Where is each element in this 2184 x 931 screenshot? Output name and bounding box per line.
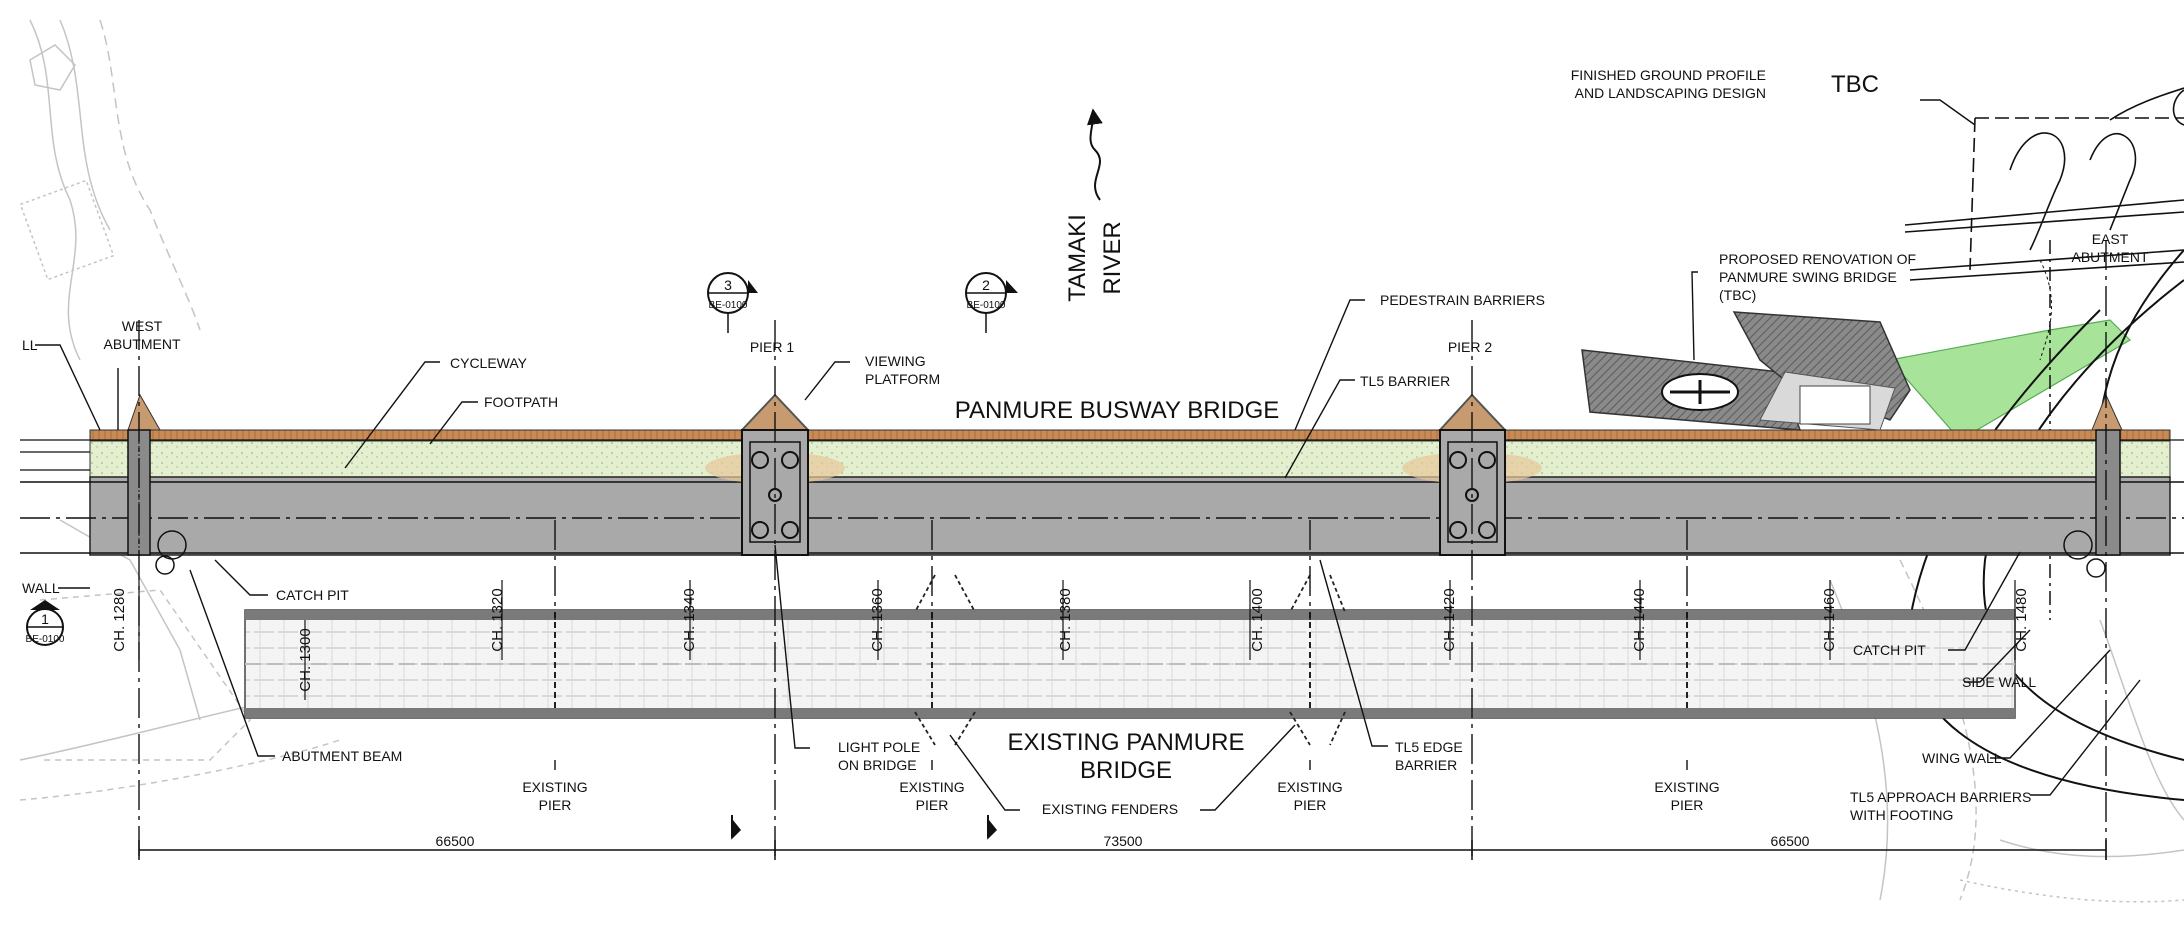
existing-pier-4-line2: PIER <box>1671 797 1704 813</box>
pedestrian-barriers-label: PEDESTRAIN BARRIERS <box>1380 292 1545 308</box>
leader-lines <box>35 99 2141 811</box>
section-marker-2: 2 BE-0100 <box>965 272 1018 333</box>
busway-bridge-deck <box>20 429 2184 556</box>
chainage-1380: CH. 1380 <box>1057 588 1074 651</box>
existing-pier-4-line1: EXISTING <box>1654 779 1719 795</box>
finished-ground-tbc: TBC <box>1831 71 1879 98</box>
existing-fenders-label: EXISTING FENDERS <box>1042 801 1178 817</box>
existing-bridge-line1: EXISTING PANMURE <box>1008 729 1245 756</box>
west-abutment-line2: ABUTMENT <box>104 336 181 352</box>
tl5-edge-barrier-line2: BARRIER <box>1395 757 1457 773</box>
chainage-1300: CH. 1300 <box>297 628 314 691</box>
section-marker-1-num: 1 <box>41 611 49 627</box>
section-marker-2-num: 2 <box>982 277 990 293</box>
existing-pier-3-line2: PIER <box>1294 797 1327 813</box>
chainage-labels: CH. 1280 CH. 1300 CH. 1320 CH. 1340 CH. … <box>111 588 2030 691</box>
tl5-barrier-label: TL5 BARRIER <box>1360 373 1450 389</box>
existing-pier-3-line1: EXISTING <box>1277 779 1342 795</box>
tl5-approach-line2: WITH FOOTING <box>1850 807 1953 823</box>
existing-pier-1-line2: PIER <box>539 797 572 813</box>
dimension-west-span: 66500 <box>436 833 475 849</box>
viewing-platform-line1: VIEWING <box>865 353 926 369</box>
section-marker-1: 1 BE-0100 <box>26 600 65 646</box>
existing-panmure-bridge <box>244 574 2016 746</box>
tl5-edge-barrier-line1: TL5 EDGE <box>1395 739 1463 755</box>
chainage-1480: CH. 1480 <box>2013 588 2030 651</box>
chainage-1400: CH. 1400 <box>1249 588 1266 651</box>
existing-pier-2-line1: EXISTING <box>899 779 964 795</box>
footpath-label: FOOTPATH <box>484 394 558 410</box>
tl5-approach-line1: TL5 APPROACH BARRIERS <box>1850 789 2031 805</box>
pier-2-label: PIER 2 <box>1448 339 1493 355</box>
section-marker-1-ref: BE-0100 <box>26 634 65 645</box>
dimension-middle-span: 73500 <box>1104 833 1143 849</box>
existing-pier-labels: EXISTING PIER EXISTING PIER EXISTING PIE… <box>522 779 1719 813</box>
renovation-line3: (TBC) <box>1719 287 1756 303</box>
existing-bridge-line2: BRIDGE <box>1080 757 1172 784</box>
existing-pier-2-line2: PIER <box>916 797 949 813</box>
bridge-title: PANMURE BUSWAY BRIDGE <box>955 397 1280 424</box>
finished-ground-line2: AND LANDSCAPING DESIGN <box>1575 85 1766 101</box>
chainage-1340: CH. 1340 <box>681 588 698 651</box>
section-marker-3-num: 3 <box>724 277 732 293</box>
chainage-1460: CH. 1460 <box>1821 588 1838 651</box>
section-marker-2-ref: BE-0100 <box>967 300 1006 311</box>
renovation-line2: PANMURE SWING BRIDGE <box>1719 269 1897 285</box>
chainage-1360: CH. 1360 <box>869 588 886 651</box>
existing-pier-1-line1: EXISTING <box>522 779 587 795</box>
section-marker-3: 3 BE-0100 <box>707 272 758 333</box>
side-wall-label: SIDE WALL <box>1962 674 2036 690</box>
swing-bridge <box>1581 311 1911 431</box>
background-topography-west <box>19 19 341 801</box>
finished-ground-line1: FINISHED GROUND PROFILE <box>1571 67 1766 83</box>
river-line2: RIVER <box>1099 221 1126 294</box>
landscaping-boundary <box>1904 87 2184 281</box>
flow-arrow <box>1086 108 1103 201</box>
wall-fragment: WALL <box>22 580 60 596</box>
wing-wall-label: WING WALL <box>1922 750 2002 766</box>
light-pole-line1: LIGHT POLE <box>838 739 920 755</box>
dimension-east-span: 66500 <box>1771 833 1810 849</box>
light-pole-line2: ON BRIDGE <box>838 757 917 773</box>
east-abutment-line2: ABUTMENT <box>2072 249 2149 265</box>
chainage-ticks <box>138 580 2016 700</box>
existing-pier-markers <box>554 612 1688 712</box>
catch-pit-west-label: CATCH PIT <box>276 587 349 603</box>
west-abutment-line1: WEST <box>122 318 163 334</box>
chainage-1440: CH. 1440 <box>1631 588 1648 651</box>
chainage-1280: CH. 1280 <box>111 588 128 651</box>
viewing-platform-line2: PLATFORM <box>865 371 940 387</box>
cycleway-label: CYCLEWAY <box>450 355 528 371</box>
catch-pit-east-label: CATCH PIT <box>1853 642 1926 658</box>
pier-1-label: PIER 1 <box>750 339 795 355</box>
river-line1: TAMAKI <box>1064 214 1091 302</box>
existing-fenders-shapes <box>914 574 1346 746</box>
abutment-beam-label: ABUTMENT BEAM <box>282 748 402 764</box>
east-abutment-structure <box>2063 393 2123 578</box>
chainage-1420: CH. 1420 <box>1441 588 1458 651</box>
chainage-1320: CH. 1320 <box>489 588 506 651</box>
dimension-line <box>138 815 2107 860</box>
section-marker-3-ref: BE-0100 <box>709 300 748 311</box>
east-abutment-line1: EAST <box>2092 231 2129 247</box>
renovation-line1: PROPOSED RENOVATION OF <box>1719 251 1916 267</box>
wall-fragment-top: LL <box>22 337 38 353</box>
